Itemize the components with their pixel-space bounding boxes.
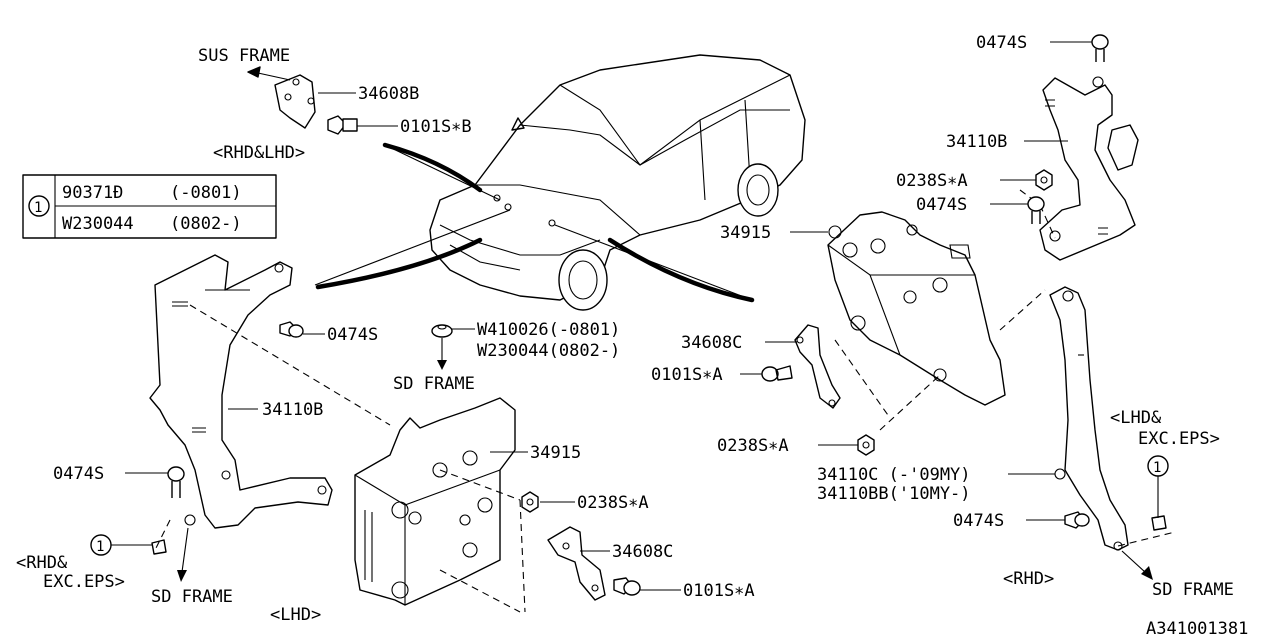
label-sd-frame-center: SD FRAME xyxy=(393,374,475,394)
guide-line-left-1 xyxy=(189,304,391,426)
label-0101S-A-right: 0101S∗A xyxy=(651,365,723,385)
label-ref-right: 1 xyxy=(1153,460,1161,476)
label-34110B-right: 34110B xyxy=(946,132,1007,152)
label-34110B-left: 34110B xyxy=(262,400,323,420)
label-34110BB: 34110BB('10MY-) xyxy=(817,484,971,504)
arrow-down-icon xyxy=(437,360,447,370)
label-0238S-A-right: 0238S∗A xyxy=(896,171,968,191)
nut-icon xyxy=(1035,169,1053,191)
label-34110C: 34110C (-'09MY) xyxy=(817,465,971,485)
bracket-34608C-right xyxy=(794,324,841,409)
bracket-34608C-left xyxy=(547,526,606,601)
bolt-icon xyxy=(327,115,358,135)
guide-line-left-unit xyxy=(439,469,526,613)
control-unit-34915-right xyxy=(827,211,1006,406)
table-row2-range: (0802-) xyxy=(170,214,242,234)
clip-icon xyxy=(1151,515,1167,531)
harness-line-right xyxy=(607,237,755,303)
nut-icon xyxy=(521,491,539,513)
label-34608B: 34608B xyxy=(358,84,419,104)
arrow-left-icon xyxy=(247,66,261,78)
arrow-down-right-icon xyxy=(1141,566,1153,580)
bolt-icon xyxy=(1091,34,1109,62)
label-lhd: <LHD> xyxy=(270,605,321,625)
label-0474S-right-low: 0474S xyxy=(953,511,1004,531)
label-0474S-right-top: 0474S xyxy=(976,33,1027,53)
diagram-id: A341001381 xyxy=(1146,619,1248,639)
table-row1-part: 90371Đ xyxy=(62,183,123,203)
bracket-34110B-right xyxy=(1039,76,1139,261)
nut-icon xyxy=(857,434,875,456)
bolt-icon xyxy=(1027,196,1045,224)
bolt-icon xyxy=(613,577,641,596)
control-unit-34915-left xyxy=(354,397,516,606)
sus-frame-bracket xyxy=(274,74,316,129)
table-row2-part: W230044 xyxy=(62,214,134,234)
label-lhd-exc-right-1: <LHD& xyxy=(1110,408,1162,428)
label-0474S-left: 0474S xyxy=(327,325,378,345)
label-0238S-A-right-low: 0238S∗A xyxy=(717,436,789,456)
bolt-icon xyxy=(167,466,185,498)
label-rhd-lhd: <RHD&LHD> xyxy=(213,143,305,163)
label-34608C-right: 34608C xyxy=(681,333,742,353)
harness-line-upper xyxy=(382,142,483,193)
clip-icon xyxy=(151,539,167,555)
label-34915-left: 34915 xyxy=(530,443,581,463)
bracket-34110B-left xyxy=(149,254,333,529)
label-rhd: <RHD> xyxy=(1003,569,1054,589)
vehicle-illustration xyxy=(314,54,806,311)
table-ref-number: 1 xyxy=(34,200,42,216)
bolt-icon xyxy=(279,321,304,338)
bolt-icon xyxy=(1064,511,1090,529)
arrow-down-icon xyxy=(177,570,187,582)
label-W230044: W230044(0802-) xyxy=(477,341,620,361)
label-0474S-right-mid: 0474S xyxy=(916,195,967,215)
reference-table xyxy=(22,174,277,239)
guide-line-right-low xyxy=(1117,531,1176,547)
label-rhd-exc-left-1: <RHD& xyxy=(16,553,68,573)
label-0474S-left-lower: 0474S xyxy=(53,464,104,484)
guide-line-left-2 xyxy=(154,519,171,551)
clip-icon xyxy=(431,324,453,338)
arrow-sus-frame-line xyxy=(257,72,291,81)
label-0101S-B: 0101S∗B xyxy=(400,117,472,137)
label-0238S-A-left: 0238S∗A xyxy=(577,493,649,513)
label-34608C-left: 34608C xyxy=(612,542,673,562)
bolt-icon xyxy=(761,365,793,382)
label-sus-frame: SUS FRAME xyxy=(198,46,290,66)
guide-line-right-top xyxy=(1019,189,1056,239)
harness-line-left xyxy=(315,237,483,290)
label-34915-right: 34915 xyxy=(720,223,771,243)
label-ref-left: 1 xyxy=(96,539,104,555)
label-W410026: W410026(-0801) xyxy=(477,320,620,340)
label-0101S-A-left: 0101S∗A xyxy=(683,581,755,601)
label-lhd-exc-right-2: EXC.EPS> xyxy=(1138,429,1220,449)
label-sd-frame-left: SD FRAME xyxy=(151,587,233,607)
table-row1-range: (-0801) xyxy=(170,183,242,203)
guide-line-right-unit xyxy=(834,289,1046,431)
label-sd-frame-right: SD FRAME xyxy=(1152,580,1234,600)
label-rhd-exc-left-2: EXC.EPS> xyxy=(43,572,125,592)
